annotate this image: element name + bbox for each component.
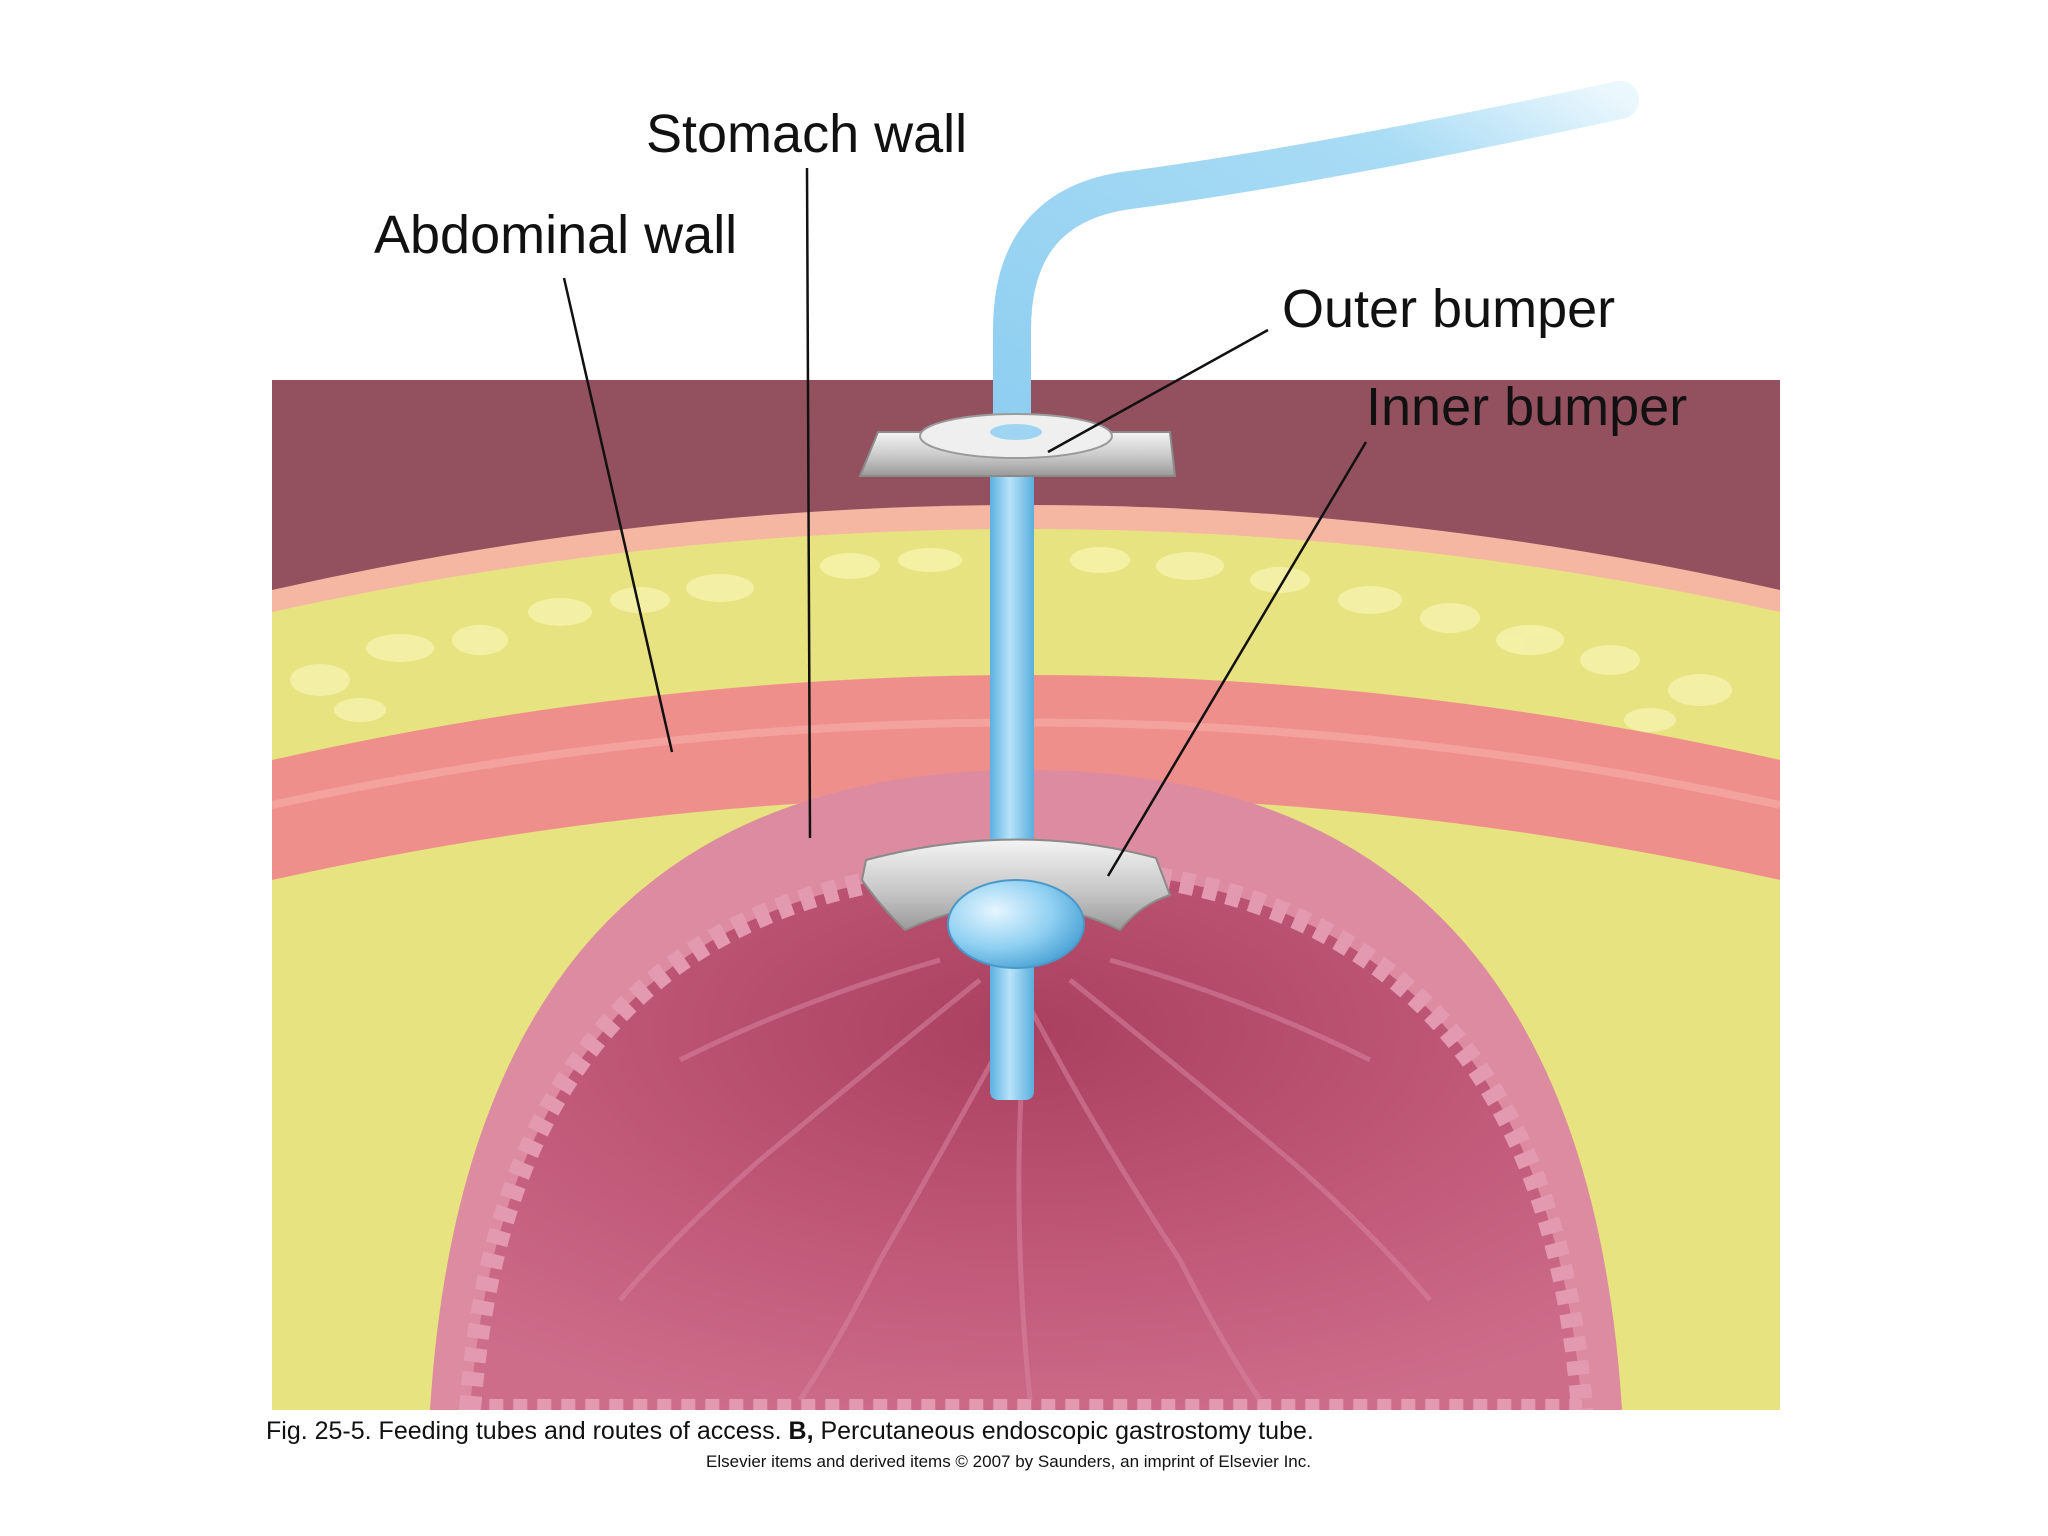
label-stomach-wall: Stomach wall xyxy=(646,104,968,164)
label-outer-bumper: Outer bumper xyxy=(1282,279,1616,339)
inner-bumper xyxy=(860,838,1172,969)
inner-balloon xyxy=(947,879,1085,969)
leader-lines xyxy=(562,167,1368,877)
caption-panel-letter: B, xyxy=(788,1417,814,1445)
figure-caption: Fig. 25-5. Feeding tubes and routes of a… xyxy=(266,1417,1314,1446)
leader-outer-bumper xyxy=(1047,328,1269,454)
leader-stomach-wall xyxy=(805,167,812,839)
label-abdominal-wall: Abdominal wall xyxy=(374,205,738,265)
label-inner-bumper: Inner bumper xyxy=(1366,377,1688,437)
caption-suffix: Percutaneous endoscopic gastrostomy tube… xyxy=(813,1417,1314,1445)
outer-bumper xyxy=(858,413,1177,477)
feeding-tube-shaft xyxy=(990,440,1034,1100)
copyright-notice: Elsevier items and derived items © 2007 … xyxy=(706,1452,1311,1471)
fat-globules xyxy=(290,547,1732,732)
feeding-tube-external xyxy=(993,81,1639,489)
caption-prefix: Fig. 25-5. Feeding tubes and routes of a… xyxy=(266,1417,789,1445)
leader-inner-bumper xyxy=(1106,441,1368,877)
leader-abdominal-wall xyxy=(562,277,674,753)
